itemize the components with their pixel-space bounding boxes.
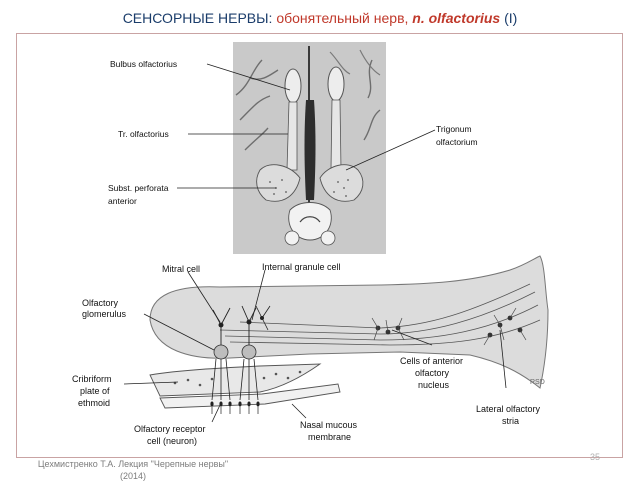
label-cribriform-line2: plate of	[80, 386, 110, 396]
brain-base-illustration	[233, 42, 386, 254]
label-nasal-mucous-line1: Nasal mucous	[300, 420, 358, 430]
page-number: 35	[590, 452, 601, 462]
label-nasal-mucous-line2: membrane	[308, 432, 351, 442]
label-bulbus-olfactorius: Bulbus olfactorius	[110, 59, 177, 69]
label-glomerulus-line2: glomerulus	[82, 309, 127, 319]
label-mitral-cell: Mitral cell	[162, 264, 200, 274]
top-leader-lines	[177, 63, 436, 189]
artist-signature: RSD	[530, 379, 545, 386]
label-trigonum-line2: olfactorium	[436, 137, 478, 147]
footer-line1: Цехмистренко Т.А. Лекция "Черепные нервы…	[37, 459, 229, 469]
title-main: СЕНСОРНЫЕ НЕРВЫ:	[122, 10, 277, 26]
label-cribriform-line1: Cribriform	[72, 374, 112, 384]
label-cribriform-line3: ethmoid	[78, 398, 110, 408]
label-internal-granule-cell: Internal granule cell	[262, 262, 341, 272]
label-receptor-cell-line2: cell (neuron)	[147, 436, 197, 446]
label-subst-perforata-line1: Subst. perforata	[108, 183, 169, 193]
label-subst-perforata-line2: anterior	[108, 196, 137, 206]
footer-line2: (2014)	[119, 471, 146, 481]
footer-citation: Цехмистренко Т.А. Лекция "Черепные нервы…	[8, 458, 258, 482]
label-anterior-nucleus-line1: Cells of anterior	[400, 356, 463, 366]
label-lateral-stria-line1: Lateral olfactory	[476, 404, 541, 414]
bottom-leader-lines	[123, 269, 507, 423]
label-anterior-nucleus-line3: nucleus	[418, 380, 450, 390]
olfactory-pathway-illustration	[149, 255, 549, 414]
title-sub: обонятельный нерв,	[276, 10, 413, 26]
label-glomerulus-line1: Olfactory	[82, 298, 119, 308]
title-numeral: (I)	[500, 10, 518, 26]
label-lateral-stria-line2: stria	[502, 416, 519, 426]
label-anterior-nucleus-line2: olfactory	[415, 368, 450, 378]
title-latin: n. olfactorius	[412, 10, 501, 26]
label-trigonum-line1: Trigonum	[436, 124, 472, 134]
label-tractus-olfactorius: Tr. olfactorius	[118, 129, 169, 139]
slide-title: СЕНСОРНЫЕ НЕРВЫ: обонятельный нерв, n. o…	[0, 10, 640, 26]
label-receptor-cell-line1: Olfactory receptor	[134, 424, 206, 434]
